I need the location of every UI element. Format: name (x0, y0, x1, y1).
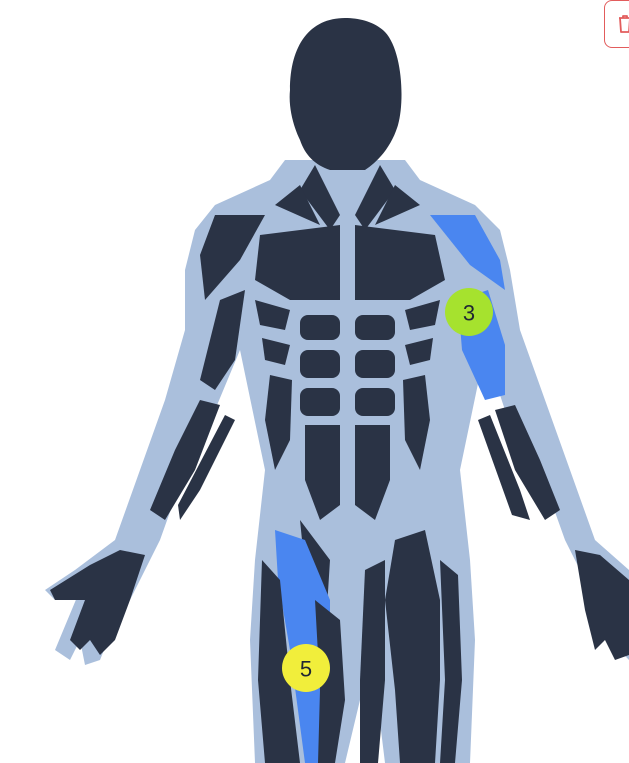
muscle-marker-quadriceps[interactable]: 5 (282, 644, 330, 692)
trash-icon (617, 14, 629, 34)
delete-button[interactable] (604, 0, 629, 48)
marker-label: 3 (463, 301, 475, 326)
muscle-marker-biceps[interactable]: 3 (445, 288, 493, 336)
head (290, 18, 402, 170)
marker-label: 5 (300, 657, 312, 682)
